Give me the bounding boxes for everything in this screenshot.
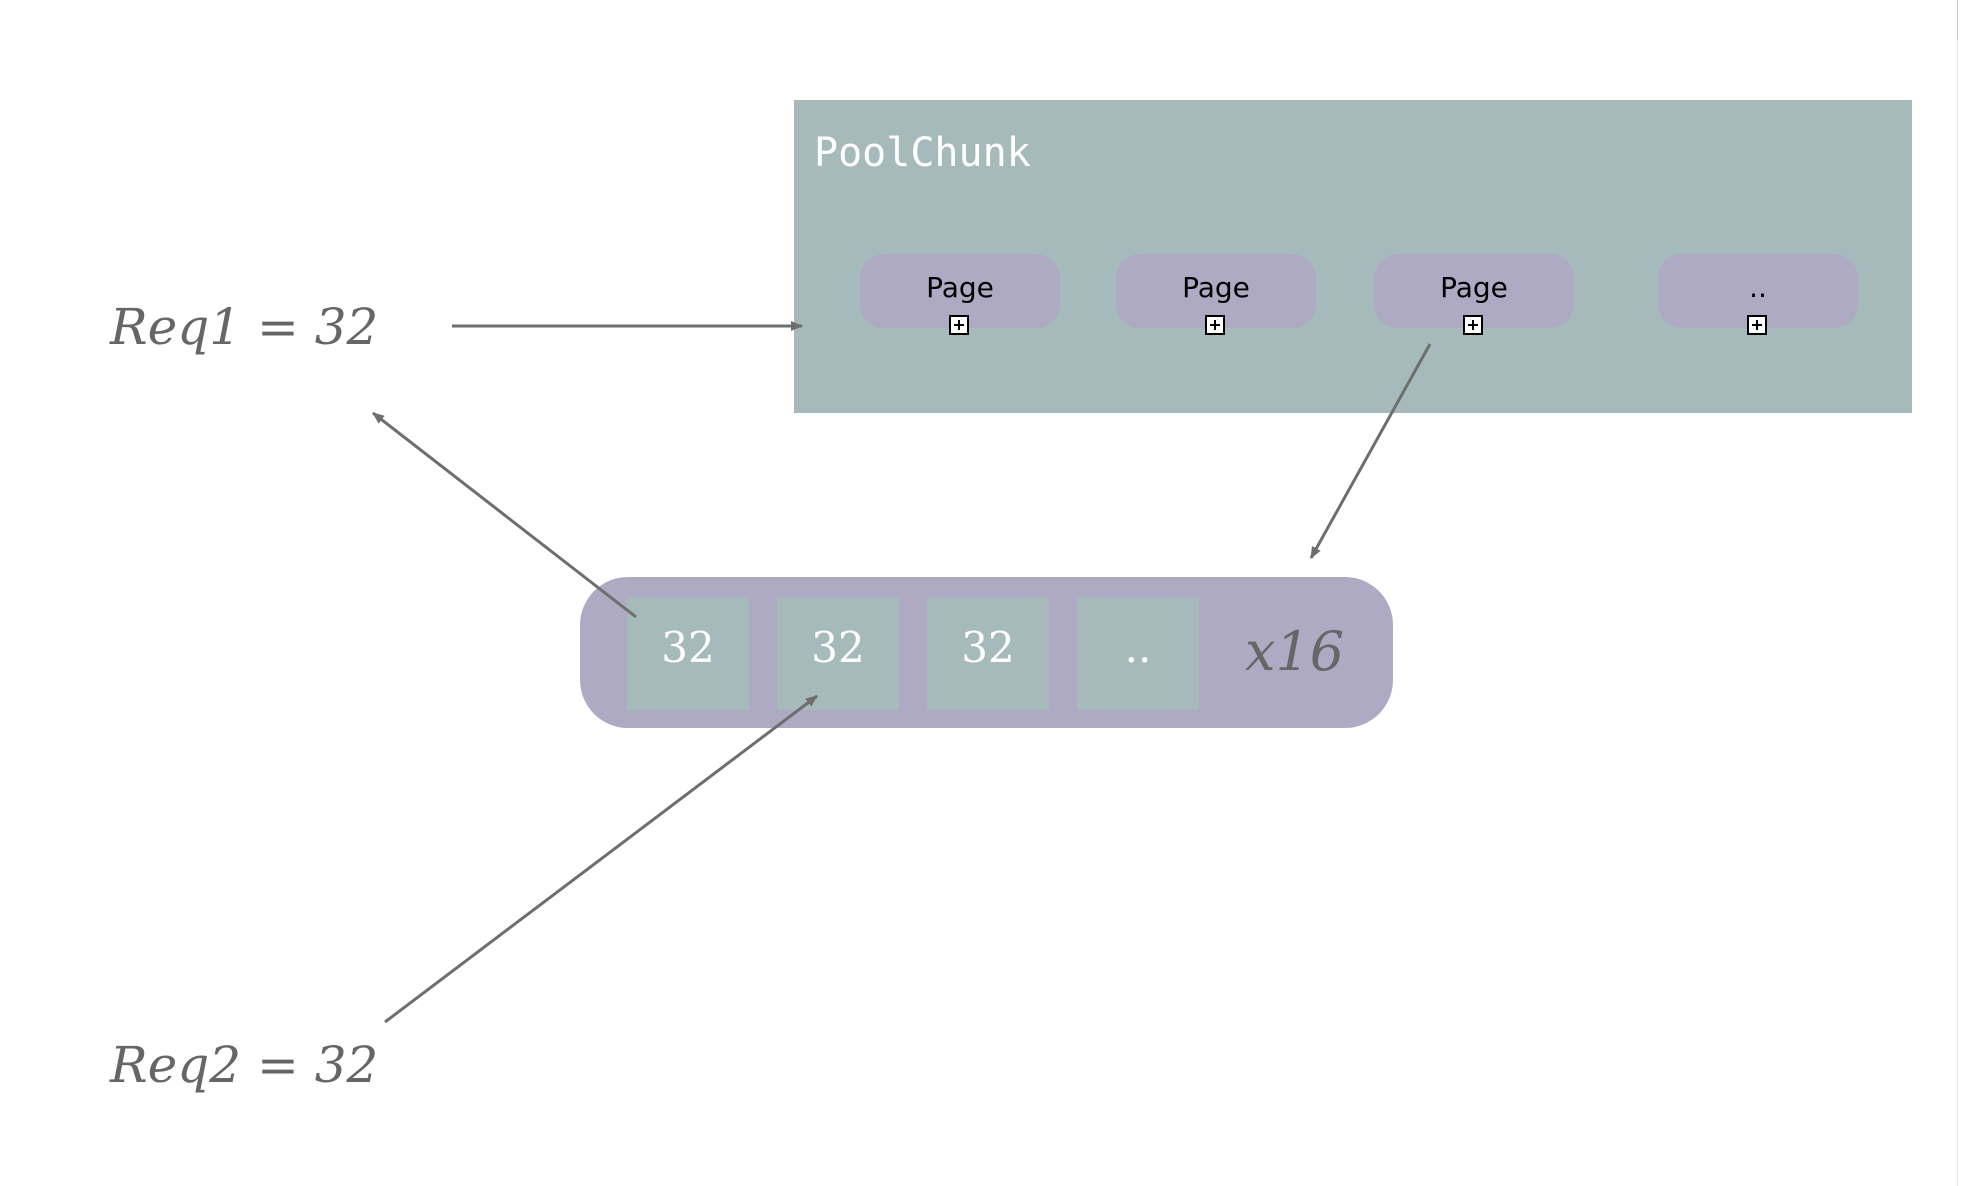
page-node: Page — [860, 254, 1060, 335]
subpage-cell: 32 — [927, 597, 1049, 710]
page-label: .. — [1749, 271, 1767, 304]
right-edge-divider-light — [1957, 40, 1958, 1186]
subpage-container: 32 32 32 .. x16 — [580, 577, 1393, 728]
plus-box-icon[interactable] — [949, 315, 969, 335]
page-node-ellipsis: .. — [1658, 254, 1858, 335]
plus-box-icon[interactable] — [1747, 315, 1767, 335]
subpage-cell-label: 32 — [661, 623, 715, 672]
page-label: Page — [926, 271, 994, 304]
pool-chunk-title: PoolChunk — [814, 130, 1031, 176]
pool-chunk-container: PoolChunk Page Page Page .. — [794, 100, 1912, 413]
subpage-cell-label: 32 — [961, 623, 1015, 672]
page-node: Page — [1374, 254, 1574, 335]
subpage-cell-label: 32 — [811, 623, 865, 672]
page-node: Page — [1116, 254, 1316, 335]
right-edge-divider — [1957, 0, 1958, 40]
page-label: Page — [1182, 271, 1250, 304]
subpage-cell-label: .. — [1124, 623, 1152, 672]
plus-box-icon[interactable] — [1463, 315, 1483, 335]
request-2-label: Req2 = 32 — [110, 1036, 379, 1094]
subpage-cell: 32 — [627, 597, 749, 710]
subpage-cell-ellipsis: .. — [1077, 597, 1199, 710]
request-1-label: Req1 = 32 — [110, 298, 379, 356]
arrow-req2-to-cell — [384, 694, 818, 1024]
arrow-cell-to-req1 — [372, 411, 637, 619]
subpage-cell: 32 — [777, 597, 899, 710]
page-label: Page — [1440, 271, 1508, 304]
subpage-multiplier: x16 — [1245, 620, 1345, 683]
plus-box-icon[interactable] — [1205, 315, 1225, 335]
